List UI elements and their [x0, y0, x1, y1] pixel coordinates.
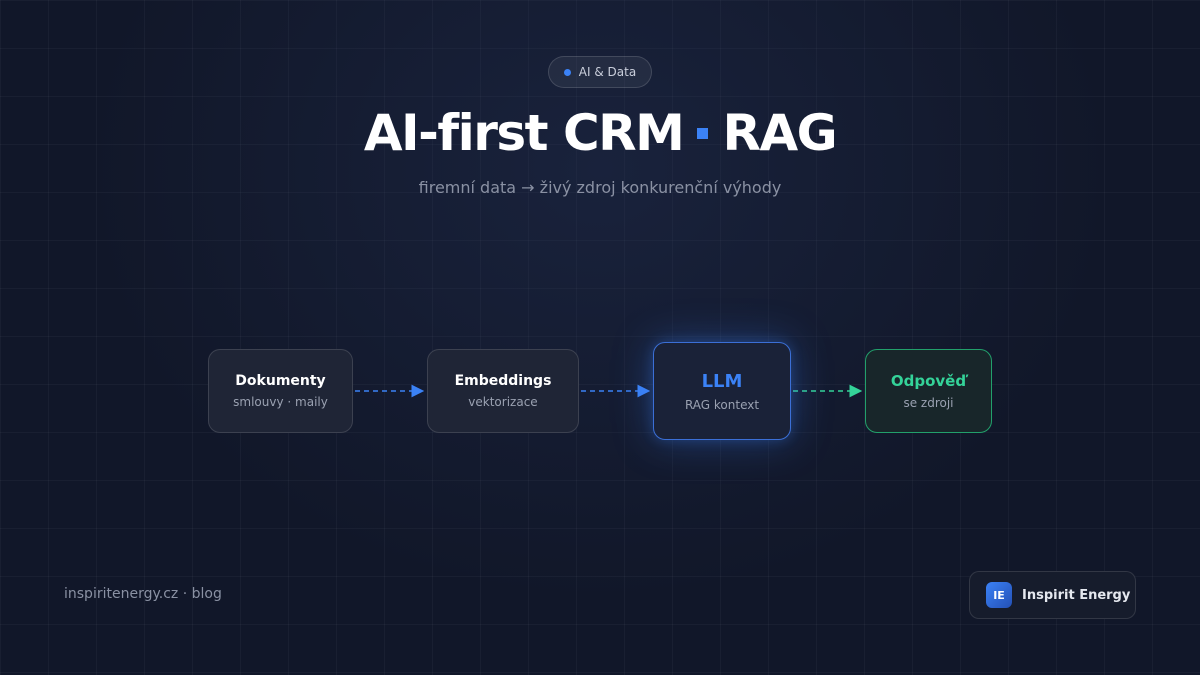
- title-part-1: AI-first CRM: [363, 104, 685, 162]
- page-title: AI-first CRM RAG: [0, 104, 1200, 162]
- node-answer: Odpověď se zdroji: [865, 349, 992, 433]
- title-separator-icon: [697, 128, 709, 139]
- category-badge: AI & Data: [548, 56, 652, 88]
- brand-logo-icon: IE: [986, 582, 1012, 608]
- node-llm: LLM RAG kontext: [653, 342, 791, 440]
- node-embeddings-subtitle: vektorizace: [468, 395, 538, 409]
- page-subtitle: firemní data → živý zdroj konkurenční vý…: [418, 178, 782, 197]
- node-llm-title: LLM: [701, 370, 743, 392]
- node-answer-title: Odpověď: [890, 372, 967, 390]
- node-embeddings: Embeddings vektorizace: [427, 349, 579, 433]
- badge-dot-icon: [563, 68, 571, 76]
- node-answer-subtitle: se zdroji: [903, 396, 954, 410]
- brand-badge[interactable]: IE Inspirit Energy: [969, 571, 1136, 619]
- node-embeddings-title: Embeddings: [454, 373, 552, 389]
- footer-site-link[interactable]: inspiritenergy.cz · blog: [64, 586, 222, 602]
- brand-name: Inspirit Energy: [1022, 587, 1131, 603]
- node-llm-subtitle: RAG kontext: [684, 397, 760, 412]
- badge-label: AI & Data: [578, 65, 637, 79]
- node-documents-subtitle: smlouvy · maily: [233, 395, 328, 409]
- node-documents: Dokumenty smlouvy · maily: [208, 349, 353, 433]
- title-part-2: RAG: [722, 104, 837, 162]
- node-documents-title: Dokumenty: [235, 373, 326, 389]
